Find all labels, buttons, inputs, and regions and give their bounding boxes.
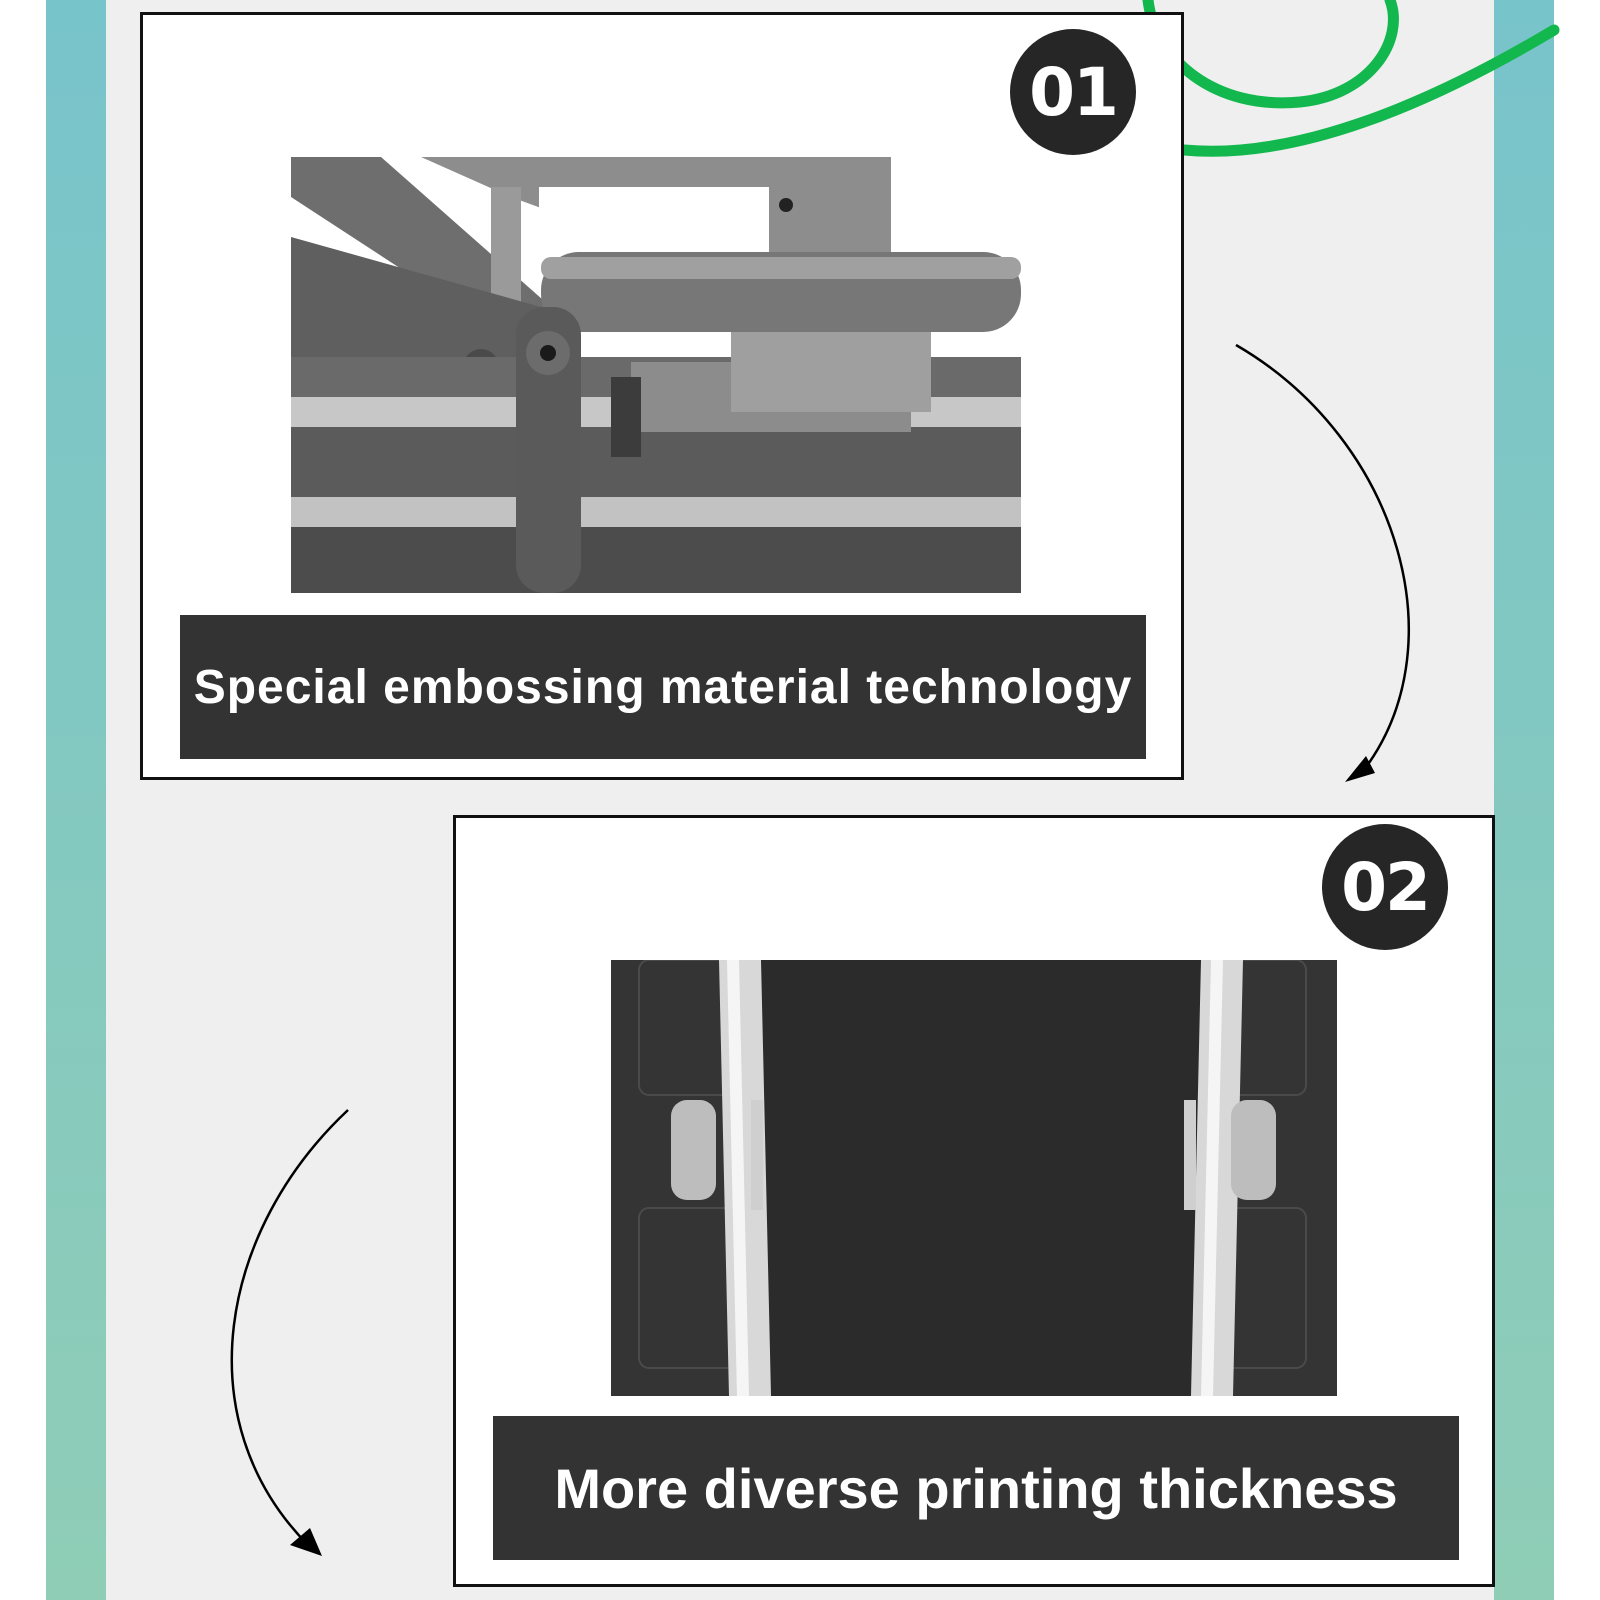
right-gradient-band [1494,0,1554,1600]
arrow-down-left-icon [230,1109,349,1546]
card-number-badge: 01 [1010,29,1136,155]
embossing-roller-image [291,157,1021,593]
arrow-down-right-icon [1235,343,1410,776]
feature-card-2: 02 More diverse printing th [453,815,1495,1587]
left-gradient-band [46,0,106,1600]
green-curve-icon [1142,0,1560,157]
arrow-head-right-icon [1345,756,1375,782]
right-margin [1554,0,1600,1600]
feature-caption: More diverse printing thickness [493,1416,1459,1560]
arrow-head-left-icon [290,1528,322,1556]
feature-card-1: 01 [140,12,1184,780]
feature-caption: Special embossing material technology [180,615,1146,759]
card-number-badge: 02 [1322,824,1448,950]
press-plate-image [611,960,1337,1396]
left-margin [0,0,46,1600]
